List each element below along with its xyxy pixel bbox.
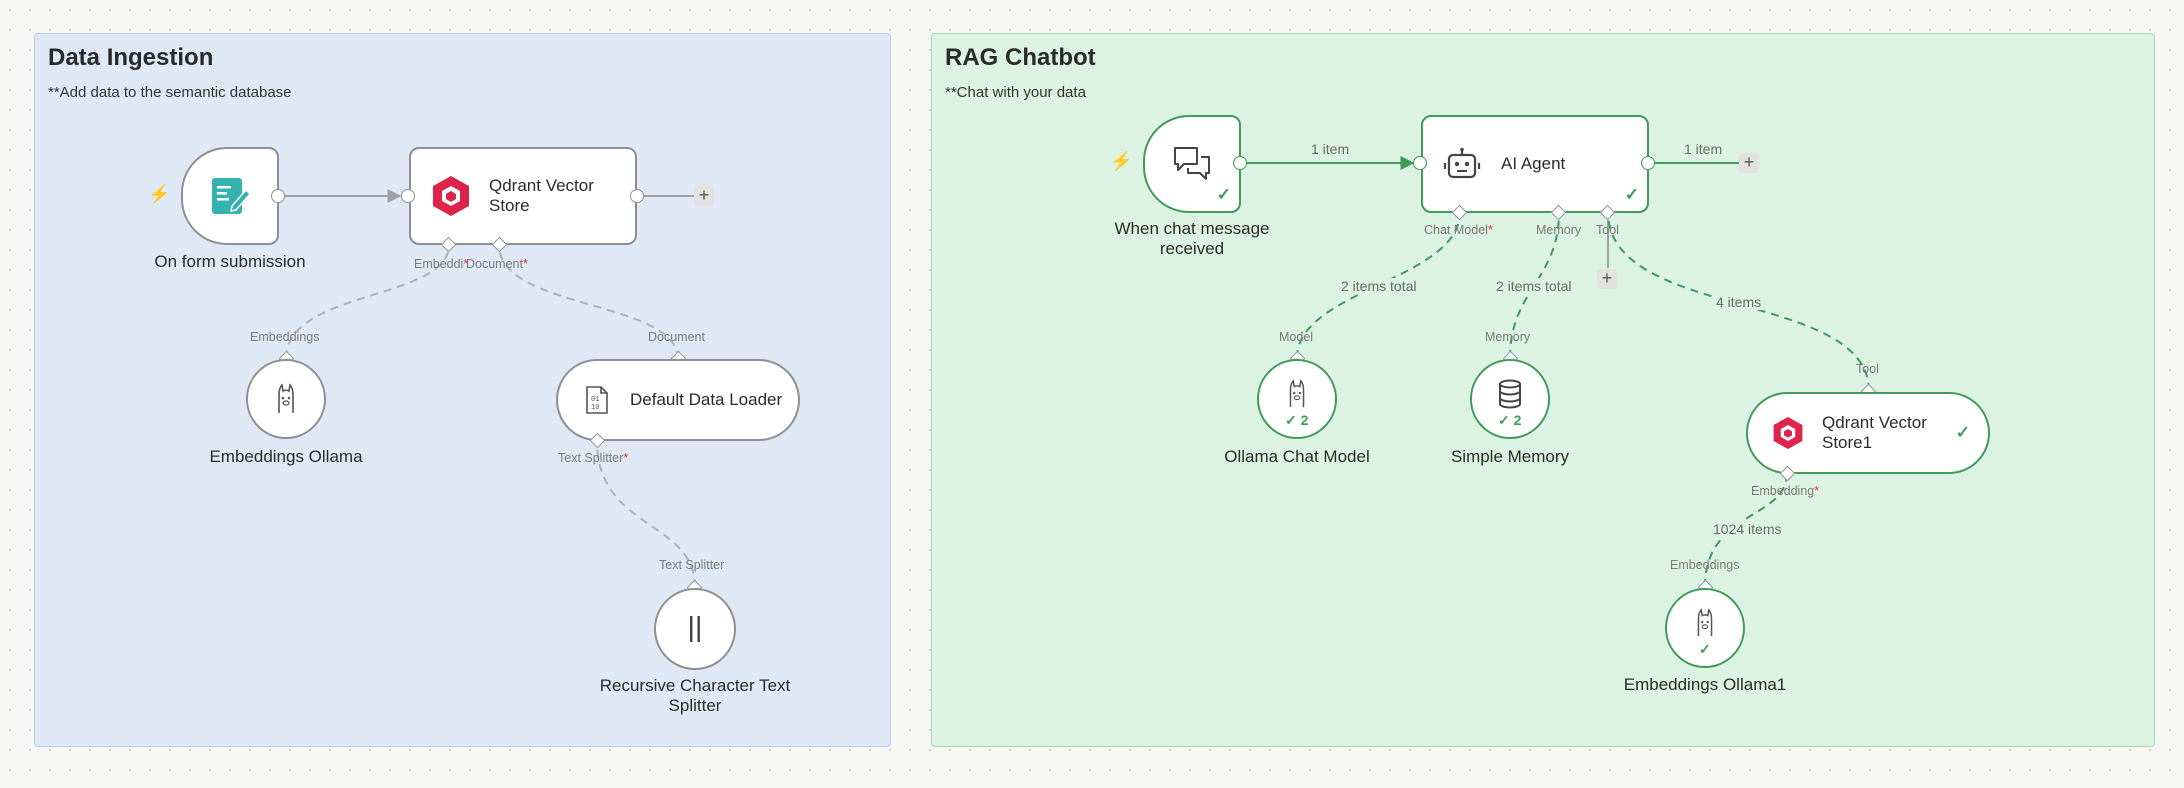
success-check-icon: ✓ [1216,185,1231,204]
add-tool-button[interactable]: + [1597,269,1617,289]
node-on-form-submission[interactable] [181,147,279,245]
node-title: Default Data Loader [630,390,783,409]
endpoint-label-embeddings: Embeddings [250,330,320,344]
add-node-button[interactable]: + [694,186,714,206]
form-icon [212,178,252,214]
node-default-data-loader[interactable]: 01 10 Default Data Loader [556,359,800,441]
output-port[interactable] [1641,156,1655,170]
endpoint-label-document: Document* [466,257,528,271]
node-label: When chat message received [1114,219,1270,258]
sticky-subtitle: **Add data to the semantic database [48,84,292,101]
svg-text:10: 10 [591,404,599,412]
output-port[interactable] [1233,156,1247,170]
svg-text:01: 01 [591,396,599,404]
sticky-subtitle: **Chat with your data [945,84,1086,101]
endpoint-label-memory: Memory [1536,223,1582,237]
success-check-icon: ✓ [1624,185,1639,204]
node-title: AI Agent [1501,154,1566,173]
connection-count-label: 2 items total [1494,278,1574,294]
qdrant-icon [1773,417,1803,449]
endpoint-label-text-splitter: Text Splitter* [558,451,629,465]
node-when-chat-message-received[interactable]: ✓ [1143,115,1241,213]
node-title: Qdrant Vector Store [489,176,594,215]
input-port[interactable] [401,189,415,203]
ollama-icon [1289,379,1305,408]
endpoint-label-document: Document [648,330,705,344]
endpoint-label-tool: Tool [1596,223,1619,237]
connection-count-label: 1 item [1311,141,1350,157]
endpoint-label-chat-model: Chat Model* [1424,223,1493,237]
database-icon [1499,379,1521,409]
connection-splitter-to-loader[interactable] [596,440,696,588]
connection-count-label: 4 items [1714,294,1764,310]
node-ollama-chat-model[interactable]: ✓ 2 [1257,359,1337,439]
output-port[interactable] [271,189,285,203]
connection-memory-to-agent[interactable] [1509,211,1560,359]
success-check-icon: ✓ [1955,423,1970,442]
endpoint-label-embedding: Embedding* [1751,484,1820,498]
node-qdrant-vector-store1[interactable]: Qdrant Vector Store1 ✓ [1746,392,1990,474]
connection-count-label: 1024 items [1711,521,1784,537]
node-embeddings-ollama1[interactable]: ✓ [1665,588,1745,668]
sticky-title: RAG Chatbot [945,44,1096,71]
trigger-bolt-icon: ⚡ [148,184,171,204]
endpoint-label-embeddings: Embeddings [1670,558,1740,572]
ollama-icon [278,383,294,413]
connection-count-label: 2 items total [1339,278,1419,294]
node-label: Embeddings Ollama [209,447,363,466]
connection-count-label: 1 item [1684,141,1723,157]
node-ai-agent[interactable]: AI Agent ✓ [1421,115,1649,213]
node-label: Ollama Chat Model [1224,447,1370,466]
splitter-icon [690,616,700,642]
add-node-button[interactable]: + [1739,153,1759,173]
file-binary-icon: 01 10 [586,386,608,414]
chat-icon [1174,147,1210,180]
connection-loader-to-qdrant[interactable] [498,244,679,360]
endpoint-label-model: Model [1279,330,1314,344]
node-qdrant-vector-store[interactable]: Qdrant Vector Store [409,147,637,245]
node-label: Simple Memory [1450,447,1570,466]
qdrant-icon [433,176,469,216]
sticky-title: Data Ingestion [48,44,214,71]
output-port[interactable] [630,189,644,203]
connection-qdrant1-to-agent-tool[interactable] [1607,211,1870,392]
node-label: On form submission [154,252,306,271]
robot-icon [1443,147,1481,179]
endpoint-label-text-splitter: Text Splitter [659,558,725,572]
success-check-icon: ✓ [1699,641,1711,657]
run-count-badge: ✓ 2 [1285,412,1309,428]
node-recursive-character-text-splitter[interactable] [654,588,736,670]
node-title: Qdrant Vector Store1 [1822,413,1927,452]
run-count-badge: ✓ 2 [1498,412,1522,428]
node-label: Embeddings Ollama1 [1623,675,1787,694]
node-label: Recursive Character Text Splitter [599,676,791,715]
endpoint-label-embedding: Embeddi* [414,257,469,271]
connection-embeddings1-to-qdrant1[interactable] [1704,472,1788,588]
endpoint-label-memory: Memory [1485,330,1531,344]
trigger-bolt-icon: ⚡ [1110,151,1133,171]
node-simple-memory[interactable]: ✓ 2 [1470,359,1550,439]
input-port[interactable] [1413,156,1427,170]
endpoint-label-tool: Tool [1856,362,1879,376]
ollama-icon [1697,608,1713,637]
node-embeddings-ollama[interactable] [246,359,326,439]
